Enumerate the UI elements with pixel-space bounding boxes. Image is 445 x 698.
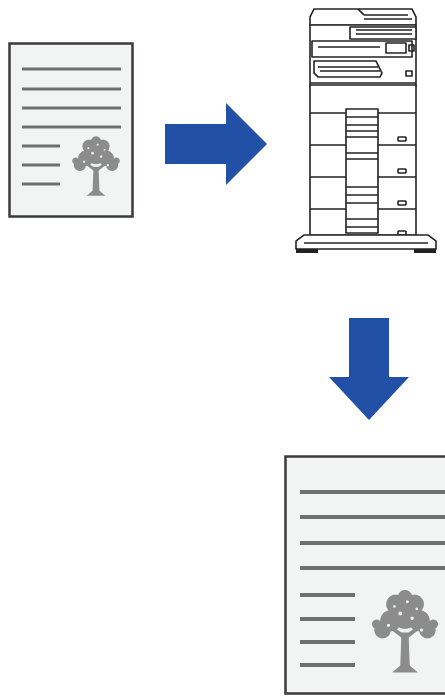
copier-document-feeder — [309, 8, 417, 26]
copier-control-panel — [349, 26, 417, 40]
copier-base — [295, 234, 437, 250]
output-document-text — [300, 490, 445, 667]
output-tree-icon — [371, 589, 439, 673]
source-document-text — [22, 67, 121, 186]
source-document-icon — [8, 42, 134, 218]
output-document-icon — [284, 455, 445, 695]
output-document-page — [284, 455, 445, 695]
down-arrow-icon — [329, 318, 409, 420]
source-tree-icon — [72, 136, 120, 196]
copier-output-tray — [313, 60, 383, 78]
copier-tray-handle — [397, 168, 407, 174]
copier-tray-handle — [397, 136, 407, 142]
copier-tray-handle — [397, 200, 407, 206]
copier-icon — [295, 8, 437, 253]
right-arrow-icon — [165, 103, 267, 185]
source-document-page — [8, 42, 134, 218]
copier-paper-cabinet — [309, 84, 417, 236]
